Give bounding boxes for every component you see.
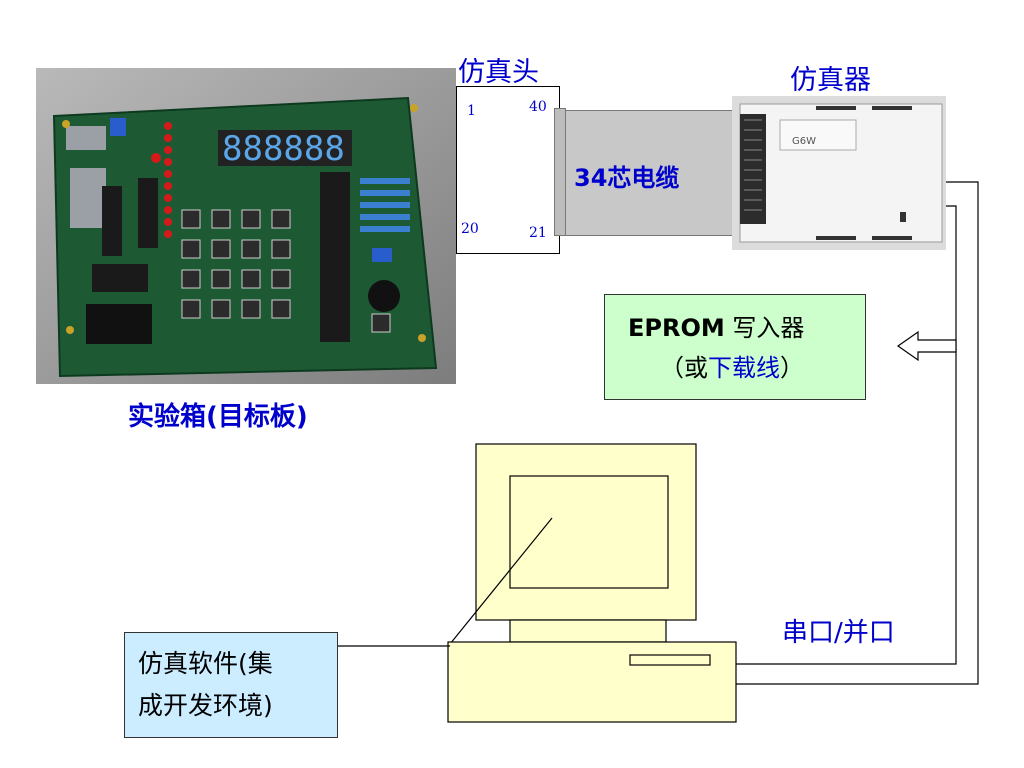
pin-40-label: 40 — [529, 99, 547, 115]
eprom-programmer-box — [604, 294, 866, 400]
software-label-line1: 仿真软件(集 — [138, 649, 273, 678]
computer-base — [447, 641, 737, 723]
arrow-left-icon — [896, 330, 957, 362]
inner-serial-cable — [736, 205, 957, 665]
svg-text:888888: 888888 — [222, 129, 345, 169]
outer-serial-cable — [736, 181, 979, 685]
cable-connector-left — [554, 108, 566, 236]
emulator-head-box: 1 40 20 21 — [456, 86, 560, 254]
eprom-programmer-label: EPROM 写入器 — [628, 308, 804, 343]
computer-monitor — [449, 443, 697, 645]
disk-drive-slot — [629, 654, 711, 666]
cable-label: 34芯电缆 — [574, 164, 680, 192]
target-board-label: 实验箱(目标板) — [128, 402, 308, 432]
software-box — [124, 632, 338, 738]
pin-1-label: 1 — [467, 103, 476, 119]
pin-21-label: 21 — [529, 225, 547, 241]
ribbon-cable — [556, 110, 742, 236]
emulator-device-photo: G6W — [732, 96, 946, 250]
emulator-head-title: 仿真头 — [458, 57, 539, 88]
pin-20-label: 20 — [461, 221, 479, 237]
eprom-writer-text: 写入器 — [724, 314, 805, 342]
download-cable-label: （或下载线） — [660, 348, 804, 383]
download-open-paren: （或 — [660, 354, 708, 382]
port-label: 串口/并口 — [782, 618, 895, 648]
target-board-photo: 888888 — [36, 68, 456, 384]
emulator-model-text: G6W — [792, 136, 816, 147]
download-cable-text: 下载线 — [708, 354, 780, 382]
eprom-bold-text: EPROM — [628, 314, 725, 342]
emulator-title: 仿真器 — [790, 65, 871, 96]
download-close-paren: ） — [780, 354, 804, 382]
software-label-line2: 成开发环境) — [138, 691, 273, 720]
